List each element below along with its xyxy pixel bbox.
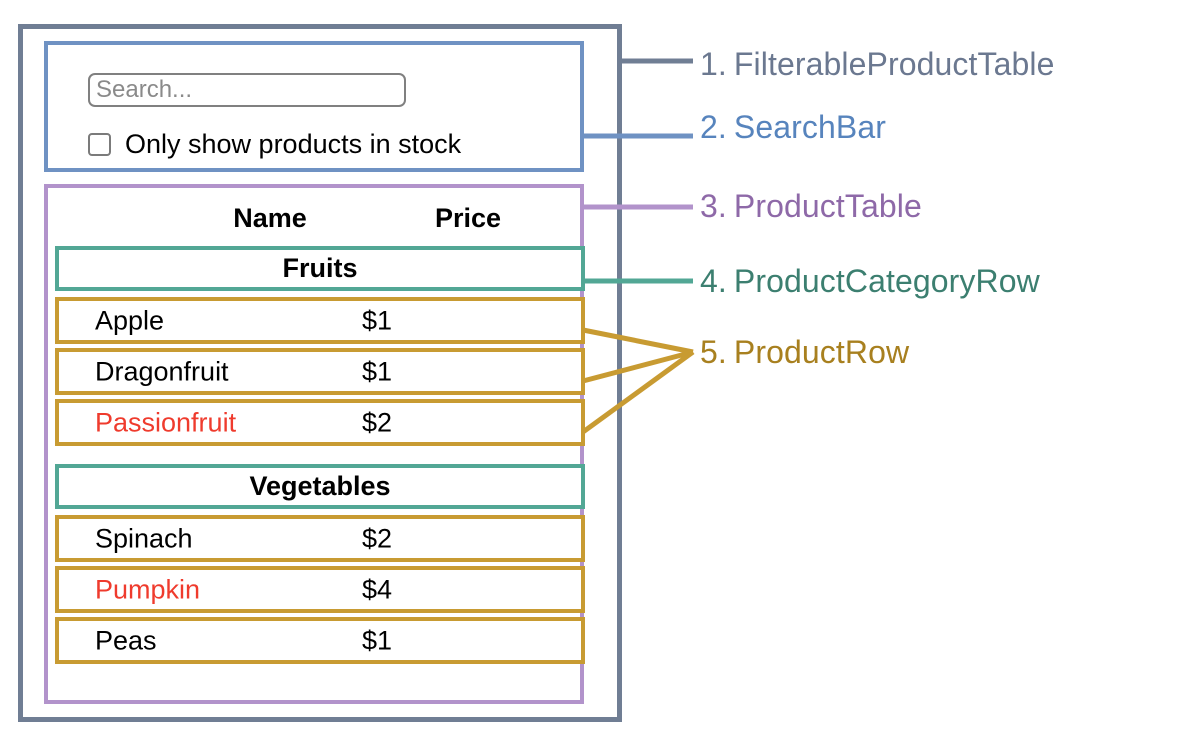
category-label: Vegetables: [249, 471, 391, 501]
stock-filter-row[interactable]: Only show products in stock: [88, 126, 461, 162]
group-spacer: [55, 450, 585, 464]
product-price: $2: [362, 523, 393, 553]
legend-label: FilterableProductTable: [733, 46, 1055, 82]
product-name: Passionfruit: [95, 407, 237, 437]
legend-number: 3.: [700, 188, 727, 224]
legend-label: ProductTable: [733, 188, 922, 224]
legend-number: 5.: [700, 334, 727, 370]
in-stock-checkbox-label: Only show products in stock: [125, 128, 462, 159]
legend-item-product-table: 3.ProductTable: [700, 190, 922, 222]
legend-item-product-row: 5.ProductRow: [700, 336, 909, 368]
table-header-row: Name Price: [48, 196, 580, 240]
product-price: $2: [362, 407, 393, 437]
product-row: Passionfruit $2: [55, 399, 585, 446]
legend-label: SearchBar: [733, 109, 886, 145]
legend-number: 2.: [700, 109, 727, 145]
category-label: Fruits: [282, 253, 358, 283]
product-category-row: Vegetables: [55, 464, 585, 509]
product-row: Pumpkin $4: [55, 566, 585, 613]
legend-number: 4.: [700, 263, 727, 299]
column-header-name: Name: [233, 202, 307, 233]
search-input[interactable]: [88, 73, 406, 107]
product-price: $1: [362, 356, 393, 386]
product-price: $1: [362, 305, 393, 335]
legend-item-search-bar: 2.SearchBar: [700, 111, 886, 143]
product-price: $4: [362, 574, 393, 604]
legend-label: ProductRow: [733, 334, 910, 370]
product-row: Dragonfruit $1: [55, 348, 585, 395]
product-name: Dragonfruit: [95, 356, 229, 386]
product-row: Spinach $2: [55, 515, 585, 562]
legend-label: ProductCategoryRow: [733, 263, 1040, 299]
column-header-price: Price: [434, 202, 502, 233]
product-row: Apple $1: [55, 297, 585, 344]
product-price: $1: [362, 625, 393, 655]
product-row: Peas $1: [55, 617, 585, 664]
product-name: Spinach: [95, 523, 193, 553]
product-name: Apple: [95, 305, 165, 335]
product-category-row: Fruits: [55, 246, 585, 291]
legend-item-filterable-product-table: 1.FilterableProductTable: [700, 48, 1054, 80]
legend-item-product-category-row: 4.ProductCategoryRow: [700, 265, 1040, 297]
product-rows-area: Fruits Apple $1 Dragonfruit $1 Passionfr…: [55, 246, 585, 668]
product-name: Peas: [95, 625, 157, 655]
in-stock-checkbox[interactable]: [88, 132, 111, 156]
legend: 1.FilterableProductTable 2.SearchBar 3.P…: [700, 0, 1200, 744]
product-name: Pumpkin: [95, 574, 201, 604]
legend-number: 1.: [700, 46, 727, 82]
